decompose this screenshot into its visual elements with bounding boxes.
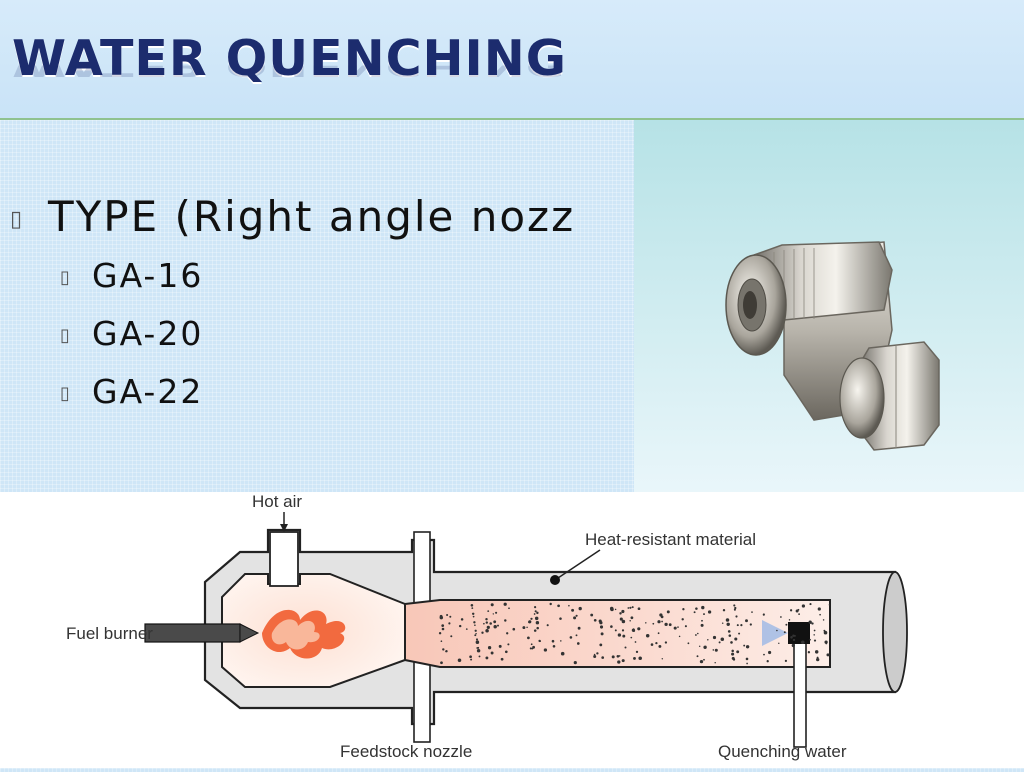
slide-title-reflection: WATER QUENCHING bbox=[12, 65, 568, 83]
hot-air-label: Hot air bbox=[252, 492, 303, 511]
fuel-burner bbox=[144, 623, 241, 643]
sub-bullet-item: ▯ GA-22 bbox=[60, 372, 203, 430]
sub-bullet-item: ▯ GA-16 bbox=[60, 256, 203, 314]
title-bar: WATER QUENCHING WATER QUENCHING bbox=[0, 0, 1024, 120]
quench-nozzle bbox=[788, 622, 810, 644]
sub-bullet-marker-icon: ▯ bbox=[60, 267, 72, 288]
fuel-burner-label: Fuel burner bbox=[66, 624, 153, 643]
bullet-marker-icon: ▯ bbox=[10, 207, 25, 232]
quench-water-pipe bbox=[793, 636, 807, 748]
sub-bullet-text: GA-20 bbox=[92, 314, 204, 353]
bullet-item: ▯ TYPE (Right angle nozz bbox=[10, 192, 575, 241]
sub-bullet-item: ▯ GA-20 bbox=[60, 314, 203, 372]
slide-title: WATER QUENCHING bbox=[12, 30, 568, 87]
reaction-zone bbox=[404, 599, 831, 668]
sub-bullet-text: GA-22 bbox=[92, 372, 204, 411]
sub-bullet-text: GA-16 bbox=[92, 256, 204, 295]
sub-bullet-marker-icon: ▯ bbox=[60, 325, 72, 346]
hot-air-inlet bbox=[269, 531, 299, 587]
bullet-content: ▯ TYPE (Right angle nozz ▯ GA-16 ▯ GA-20 ▯ G… bbox=[0, 120, 634, 492]
sub-bullet-list: ▯ GA-16 ▯ GA-20 ▯ GA-22 bbox=[60, 256, 203, 430]
carbon-black-reactor-diagram: Hot air Heat-resistant material Fuel bur… bbox=[0, 492, 1024, 768]
sub-bullet-marker-icon: ▯ bbox=[60, 383, 72, 404]
nozzle-photo-panel bbox=[634, 120, 1024, 492]
quenching-water-label: Quenching water bbox=[718, 742, 847, 761]
flame-icon bbox=[262, 609, 346, 659]
heat-resistant-material-label: Heat-resistant material bbox=[585, 530, 757, 549]
reactor-schematic bbox=[144, 512, 908, 748]
right-angle-nozzle-photo bbox=[725, 241, 940, 451]
bullet-text: TYPE (Right angle nozz bbox=[48, 192, 576, 241]
feedstock-nozzle-label: Feedstock nozzle bbox=[340, 742, 473, 761]
